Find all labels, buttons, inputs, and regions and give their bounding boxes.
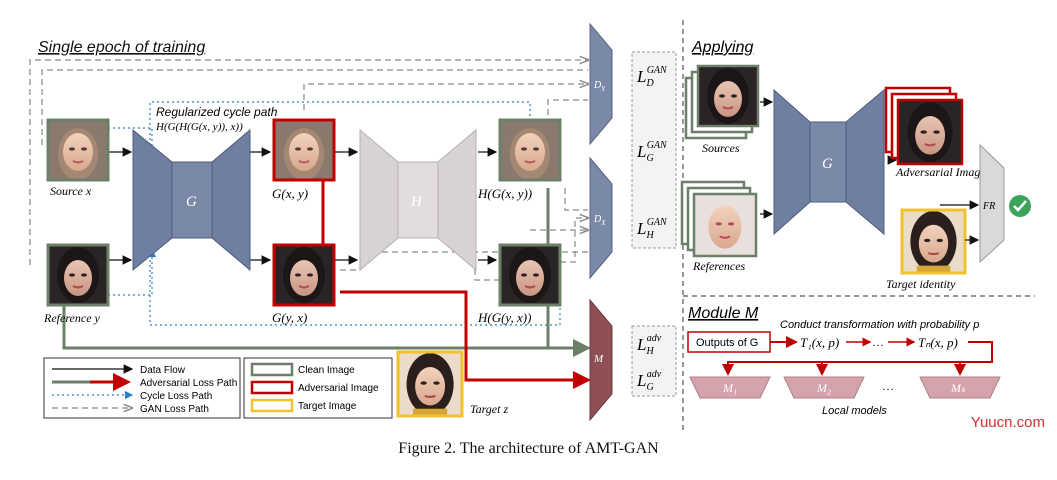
reference-y-label: Reference y (43, 311, 101, 325)
gyx-image (272, 243, 336, 307)
references-stack (680, 180, 758, 258)
local-model-m2: M₂ (816, 381, 831, 395)
target-identity-image (900, 208, 967, 275)
module-flow (722, 336, 993, 376)
reference-y-image (46, 243, 110, 307)
loss-lh-gan: LHGAN (636, 217, 668, 241)
loss-labels: LDGAN LGGAN LHGAN LHadv LGadv (636, 65, 668, 393)
module-ellipsis-bottom: … (882, 379, 894, 393)
legend-adversarial-image: Adversarial Image (298, 383, 379, 394)
fr-label: FR (982, 201, 995, 212)
check-icon (1009, 195, 1031, 217)
adversarial-images-stack (884, 86, 964, 166)
adv-loss-box (631, 325, 677, 397)
outputs-of-g-label: Outputs of G (696, 337, 758, 349)
target-identity-label: Target identity (886, 277, 956, 291)
applying-generator-g (773, 88, 885, 236)
legend-gan-loss: GAN Loss Path (140, 404, 209, 415)
loss-lg-adv: LGadv (636, 369, 662, 393)
legend-clean-image: Clean Image (298, 365, 355, 376)
hgxy-label: H(G(x, y)) (477, 186, 532, 201)
watermark: Yuucn.com (970, 414, 1045, 431)
target-z-label: Target z (470, 402, 508, 416)
local-models-label: Local models (822, 405, 887, 417)
gxy-label: G(x, y) (272, 186, 308, 201)
dx-label: DX (593, 214, 606, 227)
source-x-label: Source x (50, 184, 92, 198)
reg-cycle-formula: H(G(H(G(x, y)), x)) (155, 121, 243, 133)
sources-label: Sources (702, 141, 740, 155)
generator-g (132, 128, 251, 272)
data-flow-arrows (108, 147, 498, 265)
reg-cycle-label: Regularized cycle path (156, 105, 278, 119)
dy-label: DY (593, 80, 606, 93)
training-title: Single epoch of training (38, 39, 205, 56)
adversarial-images-label: Adversarial Images (895, 165, 991, 179)
gyx-label: G(y, x) (272, 310, 307, 325)
generator-g-label: G (186, 194, 197, 210)
hgxy-image (498, 118, 562, 182)
applying-title: Applying (691, 39, 753, 56)
legend: Data Flow Adversarial Loss Path Cycle Lo… (43, 357, 393, 419)
fr-model (979, 143, 1005, 264)
sources-stack (684, 64, 760, 140)
t1-label: T₁(x, p) (800, 335, 839, 350)
legend-target-image: Target Image (298, 401, 357, 412)
m-label: M (593, 353, 604, 365)
local-model-m1: M₁ (722, 381, 737, 395)
local-model-mk: Mₖ (950, 381, 967, 395)
generator-h-label: H (410, 194, 423, 210)
loss-ld-gan: LDGAN (636, 65, 668, 89)
loss-lg-gan: LGGAN (636, 140, 668, 164)
hgyx-image (498, 243, 562, 307)
tn-label: Tₙ(x, p) (918, 335, 958, 350)
legend-adversarial-loss: Adversarial Loss Path (140, 378, 237, 389)
hgyx-label: H(G(y, x)) (477, 310, 531, 325)
legend-cycle-loss: Cycle Loss Path (140, 391, 212, 402)
discriminator-dx (589, 156, 613, 280)
applying-flow-arrows (760, 97, 980, 219)
discriminator-dy (589, 22, 613, 146)
module-ellipsis-top: … (872, 335, 884, 349)
gan-loss-box (631, 51, 677, 249)
references-label: References (692, 259, 746, 273)
module-title: Module M (688, 305, 759, 322)
local-models (689, 376, 1001, 399)
target-z-image (396, 350, 464, 418)
loss-lh-adv: LHadv (636, 333, 662, 357)
generator-h (359, 128, 477, 272)
applying-g-label: G (822, 156, 833, 172)
figure-caption: Figure 2. The architecture of AMT-GAN (398, 440, 659, 457)
legend-data-flow: Data Flow (140, 365, 186, 376)
gxy-image (272, 118, 336, 182)
module-m-block (589, 298, 613, 422)
adversarial-loss-paths (321, 180, 591, 389)
module-conduct-label: Conduct transformation with probability … (780, 319, 979, 331)
source-x-image (46, 118, 110, 182)
